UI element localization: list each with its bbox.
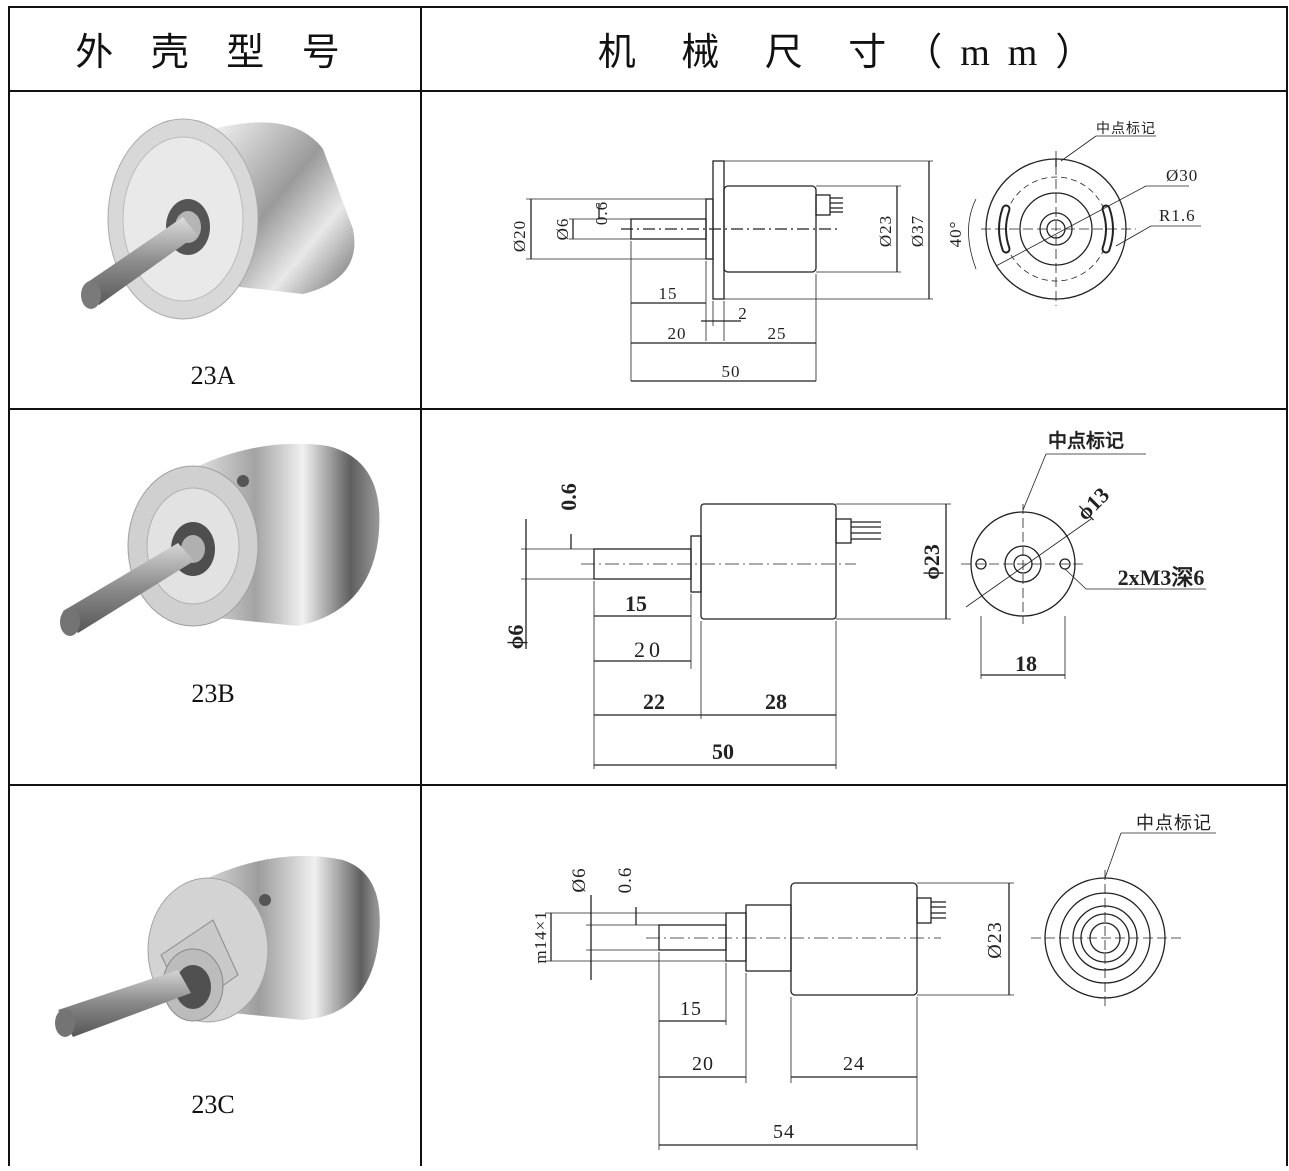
dim-d6: Ø6 <box>553 218 572 241</box>
dim-len-20: 20 <box>692 1053 714 1075</box>
dim-d30: Ø30 <box>1166 166 1198 185</box>
dim-thick-06: 0.6 <box>556 483 581 511</box>
drawing-23b: 0.6 ϕ6 ϕ23 15 20 22 28 50 中点标记 ϕ13 2xM3深… <box>503 429 1206 769</box>
row-23b-photo-cell: 23B <box>8 409 421 785</box>
dim-angle-40: 40° <box>946 221 965 248</box>
dim-d23: Ø23 <box>984 921 1006 958</box>
mark-label: 中点标记 <box>1136 813 1212 833</box>
model-label: 23B <box>191 679 235 708</box>
dim-len-20: 20 <box>668 324 687 343</box>
mark-label: 中点标记 <box>1048 429 1124 452</box>
dim-len-28: 28 <box>765 689 787 714</box>
dim-len-2: 2 <box>738 304 748 323</box>
drawing-23a: Ø20 Ø6 0.6 Ø23 Ø37 15 2 20 25 50 中点标记 Ø3… <box>510 121 1201 382</box>
dim-d6: Ø6 <box>569 867 590 892</box>
model-label: 23C <box>191 1090 235 1119</box>
dim-r16: R1.6 <box>1159 206 1196 225</box>
encoder-23b-photo <box>60 443 380 636</box>
row-23b-drawing-cell: 0.6 ϕ6 ϕ23 15 20 22 28 50 中点标记 ϕ13 2xM3深… <box>421 409 1288 785</box>
header-model: 外 壳 型 号 <box>75 32 354 74</box>
dim-len-22: 22 <box>643 689 665 714</box>
thread-m3: 2xM3深6 <box>1118 565 1205 590</box>
dim-len-50: 50 <box>712 739 734 764</box>
row-23a-drawing-cell: Ø20 Ø6 0.6 Ø23 Ø37 15 2 20 25 50 中点标记 Ø3… <box>421 91 1288 409</box>
model-label: 23A <box>190 361 236 390</box>
dim-thick-06: 0.6 <box>615 867 636 894</box>
dim-thread-m14: m14×1 <box>531 910 550 963</box>
dim-d13: ϕ13 <box>1071 482 1114 525</box>
dim-d6: ϕ6 <box>503 625 528 650</box>
dim-len-18: 18 <box>1015 651 1037 676</box>
dim-len-54: 54 <box>773 1121 795 1143</box>
mark-label: 中点标记 <box>1096 121 1156 137</box>
table-grid <box>8 6 1288 1166</box>
row-23c-photo-cell: 23C <box>8 785 421 1166</box>
encoder-23c-photo <box>55 855 380 1037</box>
dim-d20: Ø20 <box>510 220 529 252</box>
dim-len-15: 15 <box>625 591 647 616</box>
dim-d23: ϕ23 <box>919 544 944 580</box>
row-23a-photo-cell: 23A <box>8 91 421 409</box>
dim-len-20: 20 <box>634 637 664 662</box>
dim-d23: Ø23 <box>876 215 895 247</box>
dim-len-25: 25 <box>768 324 787 343</box>
dim-len-24: 24 <box>843 1053 865 1075</box>
dim-d37: Ø37 <box>908 215 927 247</box>
row-23c-drawing-cell: m14×1 Ø6 0.6 Ø23 15 20 24 54 中点标记 <box>421 785 1288 1166</box>
dim-thick-06: 0.6 <box>592 201 611 225</box>
spec-table: 外 壳 型 号 机 械 尺 寸（mm） 23A <box>8 6 1288 1166</box>
encoder-23a-photo <box>81 118 355 320</box>
header-dimensions: 机 械 尺 寸（mm） <box>597 32 1112 74</box>
dim-len-15: 15 <box>680 998 702 1020</box>
dim-len-15: 15 <box>659 284 678 303</box>
dim-len-50: 50 <box>722 362 741 381</box>
drawing-23c: m14×1 Ø6 0.6 Ø23 15 20 24 54 中点标记 <box>531 813 1216 1150</box>
